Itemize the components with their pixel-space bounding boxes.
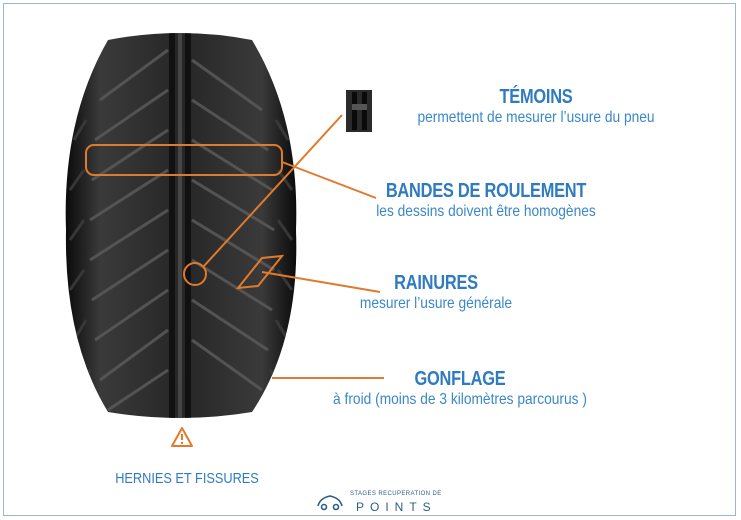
bandes-desc: les dessins doivent être homogènes	[376, 203, 596, 220]
label-bandes: BANDES DE ROULEMENT les dessins doivent …	[326, 180, 646, 221]
callout-temoins	[203, 114, 343, 267]
logo-main-text: POINTS	[356, 500, 437, 514]
wear-indicator-thumbnail	[346, 90, 372, 132]
rainures-desc: mesurer l’usure générale	[359, 295, 513, 312]
gonflage-title: GONFLAGE	[414, 368, 506, 390]
callout-temoins-circle	[183, 262, 207, 286]
temoins-title: TÉMOINS	[499, 86, 573, 108]
car-icon	[317, 495, 343, 511]
label-rainures: RAINURES mesurer l’usure générale	[316, 272, 556, 313]
label-temoins: TÉMOINS permettent de mesurer l’usure du…	[386, 86, 686, 127]
callout-bandes-box	[85, 144, 283, 176]
callout-rainures	[261, 271, 381, 293]
callout-bandes	[281, 161, 377, 199]
logo-top-text: STAGES RECUPERATION DE	[350, 491, 442, 497]
warning-triangle-icon	[171, 427, 193, 447]
warning-text: HERNIES ET FISSURES	[115, 470, 259, 487]
temoins-desc: permettent de mesurer l’usure du pneu	[417, 109, 655, 126]
logo: STAGES RECUPERATION DE POINTS	[306, 488, 466, 516]
page-frame	[3, 3, 736, 516]
bandes-title: BANDES DE ROULEMENT	[385, 180, 587, 202]
tire-image	[65, 33, 297, 418]
gonflage-desc: à froid (moins de 3 kilomètres parcourus…	[333, 391, 587, 408]
callout-rainures-outline	[235, 254, 285, 290]
callout-lines	[85, 114, 384, 379]
rainures-title: RAINURES	[394, 272, 478, 294]
label-gonflage: GONFLAGE à froid (moins de 3 kilomètres …	[290, 368, 630, 409]
